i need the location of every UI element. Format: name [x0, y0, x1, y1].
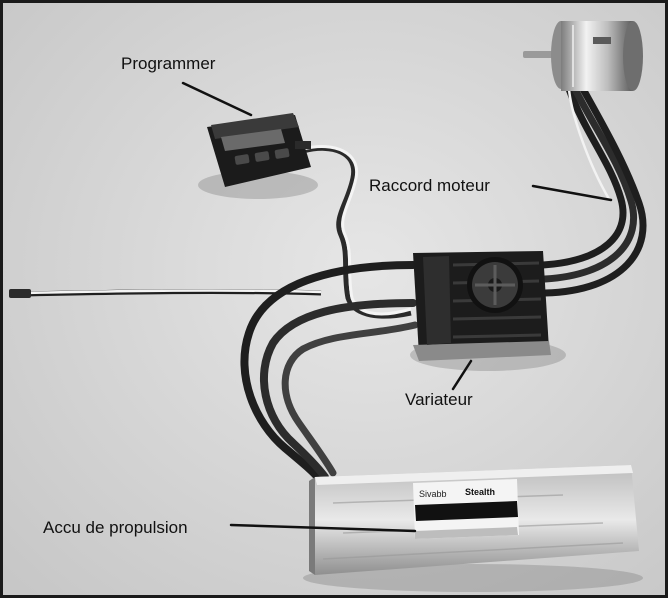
leader-raccord	[531, 184, 613, 202]
label-raccord-moteur: Raccord moteur	[369, 176, 490, 195]
battery-pack	[309, 465, 639, 575]
photo-scene: Sivabb Stealth	[3, 3, 665, 595]
battery-cables	[240, 261, 419, 485]
esc-device	[413, 251, 551, 361]
motor	[523, 21, 643, 91]
leader-lines	[181, 81, 613, 533]
battery-brand-right: Stealth	[465, 487, 495, 497]
motor-cables	[539, 85, 647, 297]
leader-programmer	[181, 81, 253, 117]
battery-brand-left: Sivabb	[419, 489, 447, 499]
leader-accu	[229, 523, 417, 533]
leader-variateur	[451, 359, 473, 391]
motor-shaft	[523, 51, 559, 58]
battery-sticker	[413, 479, 519, 539]
label-accu-de-propulsion: Accu de propulsion	[43, 518, 188, 537]
programmer-buttons	[234, 148, 290, 165]
programmer-device	[207, 113, 311, 187]
label-variateur: Variateur	[405, 390, 473, 409]
lead-connector	[9, 289, 31, 298]
label-programmer: Programmer	[121, 54, 216, 73]
programmer-screen	[221, 129, 285, 151]
